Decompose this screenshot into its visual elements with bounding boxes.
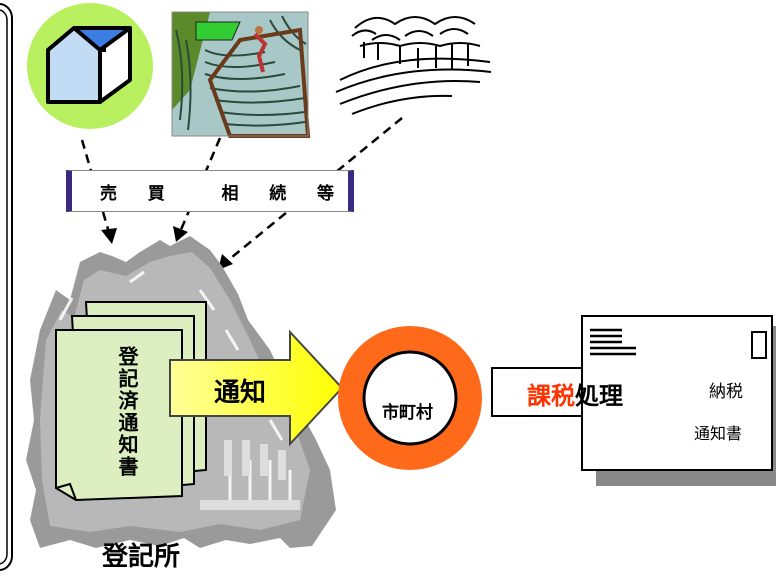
municipality-ring bbox=[338, 326, 482, 470]
notify-arrow bbox=[169, 329, 344, 447]
certificate-label: 登記済通知書 bbox=[115, 346, 139, 478]
envelope-line-1: 納税 bbox=[709, 382, 743, 402]
band-item-buy: 買 bbox=[147, 183, 165, 204]
certificate-stack bbox=[55, 301, 207, 502]
band-item-etc: 等 bbox=[317, 183, 334, 204]
taxation-label-red: 課税 bbox=[527, 382, 575, 410]
stamp-box bbox=[751, 331, 767, 359]
registry-office-label: 登記所 bbox=[102, 542, 181, 572]
farm-field-picture bbox=[171, 11, 311, 138]
envelope-line-2: 通知書 bbox=[694, 424, 743, 443]
municipality-label: 市町村 bbox=[382, 403, 433, 423]
tax-notice-envelope bbox=[581, 315, 776, 486]
band-item-sale: 売 bbox=[100, 183, 117, 204]
band-item-inherit-1: 相 bbox=[221, 183, 239, 204]
orchard-sketch bbox=[335, 16, 492, 115]
band-item-inherit-2: 続 bbox=[269, 183, 287, 204]
transaction-band: 売 買 相 続 等 bbox=[66, 170, 354, 212]
house-icon bbox=[27, 3, 153, 129]
left-panel-border bbox=[0, 3, 13, 571]
taxation-label-black: 処理 bbox=[575, 382, 623, 410]
taxation-label: 課税処理 bbox=[527, 376, 623, 411]
notify-arrow-label: 通知 bbox=[214, 378, 267, 408]
